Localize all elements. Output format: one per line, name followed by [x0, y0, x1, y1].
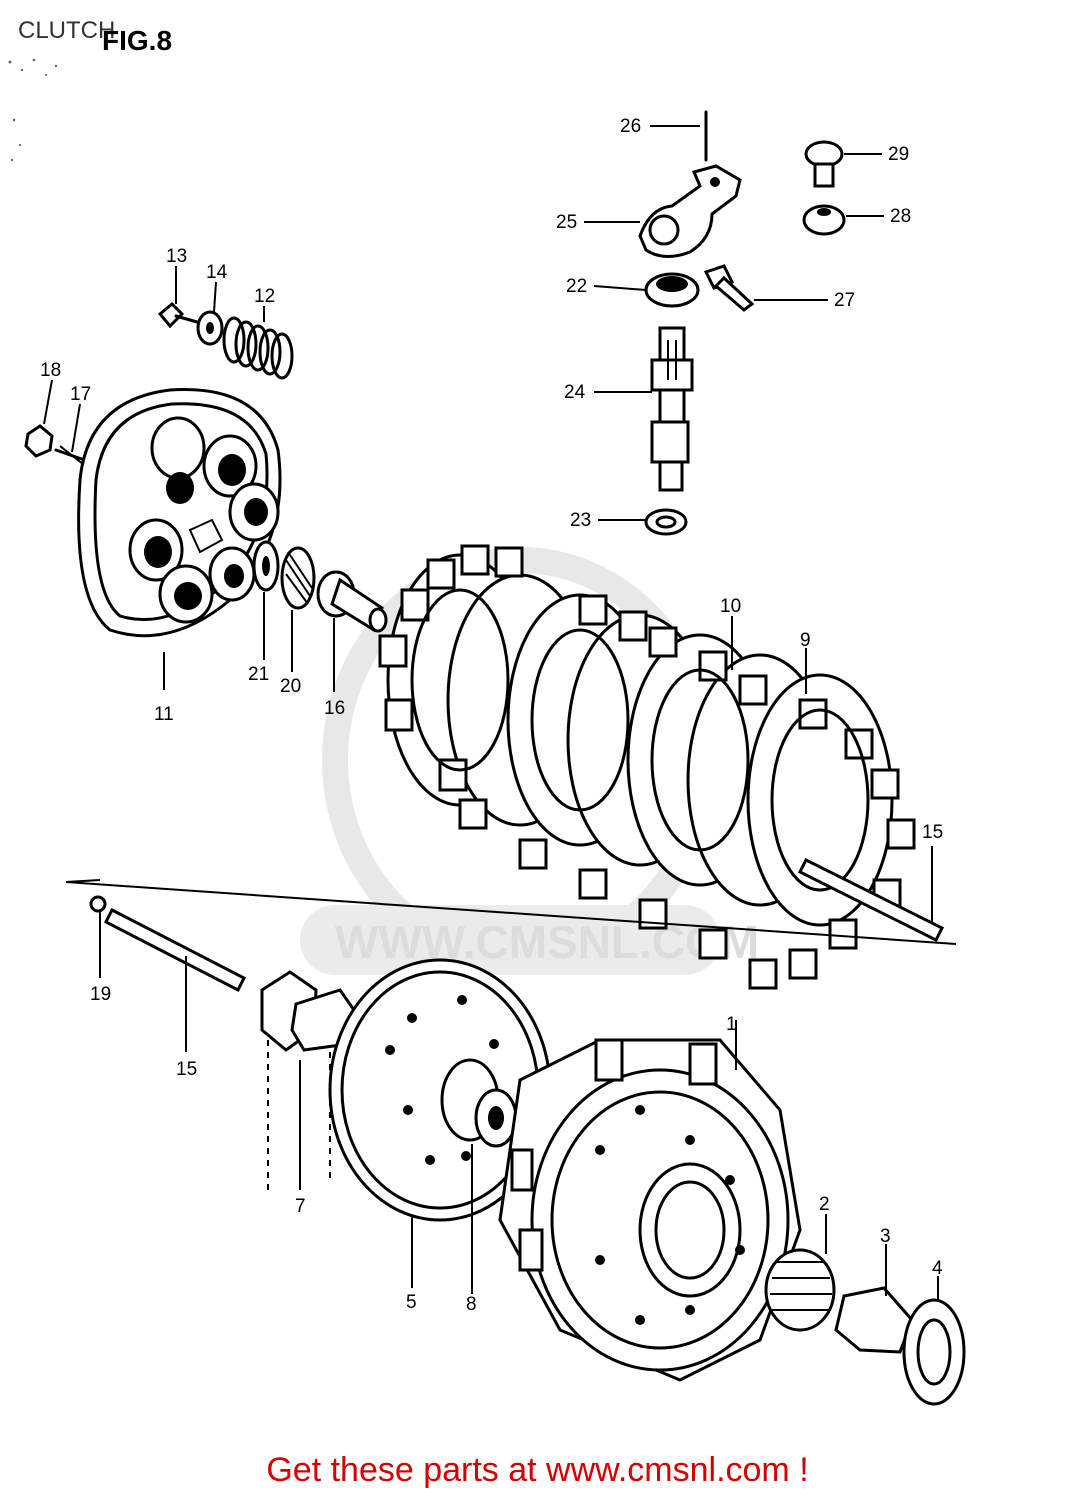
callout-28: 28 — [890, 206, 911, 227]
callout-10: 10 — [720, 596, 741, 617]
footer-banner[interactable]: Get these parts at www.cmsnl.com ! — [266, 1451, 809, 1489]
callout-8: 8 — [466, 1294, 477, 1315]
pressure-plate-assembly — [24, 301, 388, 638]
header: CLUTCH FIG.8 — [8, 17, 172, 162]
callout-15-upper: 15 — [922, 822, 943, 843]
callout-15-lower: 15 — [176, 1059, 197, 1080]
clutch-plate-stack — [378, 544, 945, 990]
callout-1: 1 — [726, 1014, 737, 1035]
callout-24: 24 — [564, 382, 586, 403]
callout-26: 26 — [620, 116, 641, 137]
callout-12: 12 — [254, 286, 275, 307]
lower-assembly — [89, 895, 966, 1406]
callout-16: 16 — [324, 698, 345, 719]
callout-7: 7 — [295, 1196, 306, 1217]
figure-label: FIG.8 — [102, 25, 172, 56]
callout-14: 14 — [206, 262, 228, 283]
callout-19: 19 — [90, 984, 111, 1005]
callout-29: 29 — [888, 144, 909, 165]
callout-3: 3 — [880, 1226, 891, 1247]
section-title: CLUTCH — [18, 17, 115, 44]
callout-labels: 1 2 3 4 5 7 8 9 10 11 12 13 14 15 15 16 … — [40, 116, 943, 1315]
callout-9: 9 — [800, 630, 811, 651]
callout-5: 5 — [406, 1292, 417, 1313]
callout-13: 13 — [166, 246, 187, 267]
callout-2: 2 — [819, 1194, 830, 1215]
callout-21: 21 — [248, 664, 269, 685]
assembly-axes — [65, 879, 957, 1190]
callout-25: 25 — [556, 212, 577, 233]
callout-27: 27 — [834, 290, 855, 311]
callout-23: 23 — [570, 510, 591, 531]
callout-4: 4 — [932, 1258, 943, 1279]
leader-lines — [43, 125, 939, 1302]
callout-20: 20 — [280, 676, 301, 697]
callout-17: 17 — [70, 384, 91, 405]
callout-11: 11 — [154, 704, 174, 725]
callout-18: 18 — [40, 360, 61, 381]
callout-22: 22 — [566, 276, 587, 297]
release-mechanism — [638, 110, 846, 536]
watermark-text: WWW.CMSNL.COM — [335, 916, 759, 968]
